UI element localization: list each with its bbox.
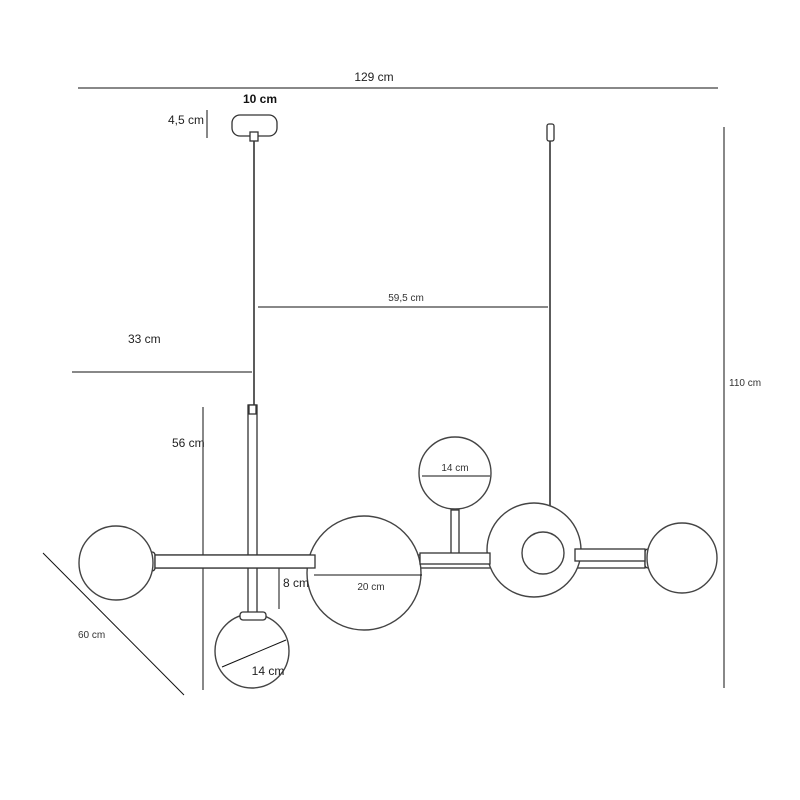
bottom-globe-holder — [239, 611, 267, 621]
rear-globe-inner — [521, 531, 565, 575]
top-globe-label: 14 cm — [441, 463, 468, 474]
cable-spacing-label: 59,5 cm — [388, 293, 424, 304]
total-width-label: 129 cm — [354, 70, 393, 84]
top-globe — [418, 436, 492, 510]
rod-top-label: 33 cm — [128, 332, 161, 346]
vertical-body-rod — [247, 404, 258, 616]
left-globe — [78, 525, 154, 601]
arm-drop-label: 8 cm — [283, 576, 309, 590]
depth-label: 60 cm — [78, 630, 105, 641]
canopy-fitting — [249, 131, 259, 142]
top-globe-stem — [450, 509, 460, 557]
bottom-globe-diameter — [221, 639, 287, 668]
rod-lower-label: 56 cm — [172, 436, 205, 450]
canopy-width-label: 10 cm — [243, 92, 277, 106]
bottom-globe-label: 14 cm — [252, 664, 285, 678]
arm-front-right — [574, 548, 646, 562]
canopy-height-label: 4,5 cm — [168, 113, 204, 127]
cable-clamp — [546, 123, 555, 142]
total-height-label: 110 cm — [729, 378, 761, 389]
depth-line — [42, 552, 185, 696]
arm-front-mid — [419, 552, 491, 565]
large-globe-label: 20 cm — [357, 582, 384, 593]
rod-joint — [248, 404, 257, 415]
right-globe — [646, 522, 718, 594]
large-center-globe — [306, 515, 422, 631]
arm-front-left — [154, 554, 316, 569]
